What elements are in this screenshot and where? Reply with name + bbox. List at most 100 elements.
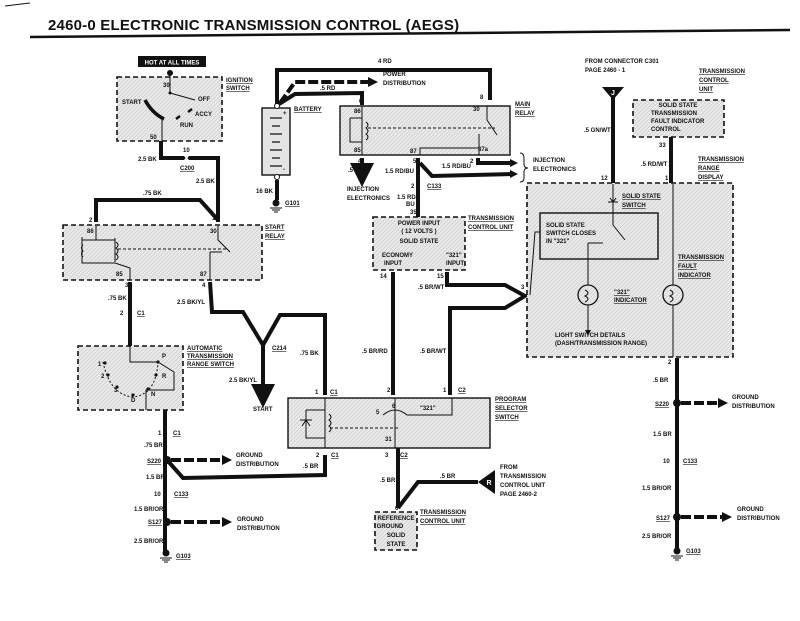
diagram-label: LIGHT SWITCH DETAILS bbox=[555, 333, 625, 339]
diagram-label: 2 bbox=[668, 360, 672, 366]
diagram-label: .5 BR bbox=[440, 474, 456, 480]
diagram-label: STATE bbox=[387, 542, 406, 548]
diagram-label: 85 bbox=[354, 148, 361, 154]
hot-at-all-times-tag bbox=[138, 56, 206, 67]
diagram-label: MAIN bbox=[515, 102, 530, 108]
diagram-label: 2 bbox=[101, 374, 105, 380]
connector-r-label: R bbox=[486, 480, 491, 487]
diagram-label: 10 bbox=[663, 459, 670, 465]
diagram-label: C214 bbox=[272, 346, 287, 352]
diagram-label: "321" bbox=[446, 253, 462, 259]
diagram-label: S127 bbox=[656, 516, 671, 522]
diagram-label: PROGRAM bbox=[495, 397, 526, 403]
diagram-label: S127 bbox=[148, 520, 163, 526]
diagram-label: FAULT INDICATOR bbox=[651, 119, 705, 125]
diagram-label: 2 bbox=[89, 218, 93, 224]
diagram-label: RANGE bbox=[698, 166, 720, 172]
diagram-label: CONTROL UNIT bbox=[420, 519, 466, 525]
diagram-label: FROM bbox=[500, 465, 518, 471]
wire-2-5-bk bbox=[159, 141, 220, 222]
diagram-label: C200 bbox=[180, 166, 195, 172]
diagram-label: AUTOMATIC bbox=[187, 346, 223, 352]
diagram-label: DISPLAY bbox=[698, 175, 723, 181]
diagram-label: 30 bbox=[473, 107, 480, 113]
reference-ground-solid-state bbox=[374, 511, 418, 551]
diagram-label: SOLID STATE bbox=[546, 223, 585, 229]
diagram-label: START bbox=[265, 225, 285, 231]
diagram-label: 35 bbox=[410, 210, 417, 216]
diagram-label: 2.5 BK/YL bbox=[229, 378, 257, 384]
diagram-label: 1.5 RD/BU bbox=[385, 169, 414, 175]
diagram-label: FAULT bbox=[678, 264, 697, 270]
diagram-label: .5 BR/WT bbox=[418, 285, 445, 291]
diagram-label: 31 bbox=[385, 437, 392, 443]
ground-icon bbox=[671, 547, 683, 561]
diagram-label: .5 BR/WT bbox=[420, 349, 447, 355]
diagram-label: TRANSMISSION bbox=[651, 111, 697, 117]
connector-icon bbox=[182, 153, 191, 163]
diagram-label: SWITCH bbox=[495, 415, 519, 421]
diagram-label: SWITCH CLOSES bbox=[546, 231, 596, 237]
diagram-label: GROUND bbox=[732, 395, 759, 401]
diagram-label: C1 bbox=[173, 431, 181, 437]
diagram-label: 87 bbox=[410, 149, 417, 155]
diagram-label: 2 bbox=[470, 159, 474, 165]
diagram-label: 1 bbox=[212, 216, 216, 222]
diagram-label: G101 bbox=[285, 201, 300, 207]
diagram-label: 2 bbox=[316, 453, 320, 459]
diagram-label: 6 bbox=[395, 506, 399, 512]
diagram-label: 1 bbox=[98, 362, 102, 368]
diagram-label: POWER INPUT bbox=[398, 221, 441, 227]
diagram-label: SOLID STATE bbox=[659, 103, 698, 109]
diagram-label: G103 bbox=[176, 554, 191, 560]
diagram-label: REFERENCE bbox=[377, 516, 414, 522]
diagram-label: C1 bbox=[330, 390, 338, 396]
splice-s127 bbox=[163, 518, 171, 526]
transmission-control-unit bbox=[372, 216, 466, 271]
program-selector-switch bbox=[287, 397, 491, 449]
diagram-label: SELECTOR bbox=[495, 406, 528, 412]
diagram-label: 33 bbox=[659, 143, 666, 149]
diagram-label: SWITCH bbox=[226, 86, 250, 92]
diagram-label: 1.5 BR bbox=[653, 432, 672, 438]
indicator-lamp-icon bbox=[577, 284, 599, 306]
diagram-label: INPUT bbox=[446, 261, 464, 267]
page-title: 2460-0 ELECTRONIC TRANSMISSION CONTROL (… bbox=[48, 17, 460, 34]
diagram-label: 2.5 BK bbox=[196, 179, 215, 185]
diagram-label: 1.5 RD/ bbox=[397, 195, 418, 201]
diagram-label: START bbox=[253, 407, 273, 413]
diagram-label: TRANSMISSION bbox=[187, 354, 233, 360]
diagram-label: .5 BR bbox=[303, 464, 319, 470]
diagram-label: 87a bbox=[478, 147, 489, 153]
diagram-label: 5 bbox=[376, 410, 380, 416]
diagram-label: 1.5 BR bbox=[146, 475, 165, 481]
diagram-label: INDICATOR bbox=[678, 273, 711, 279]
diagram-label: 4 RD bbox=[378, 59, 392, 65]
diagram-label: TRANSMISSION bbox=[698, 157, 744, 163]
diagram-label: 10 bbox=[183, 148, 190, 154]
diagram-label: INJECTION bbox=[533, 158, 565, 164]
diagram-label: DISTRIBUTION bbox=[383, 81, 426, 87]
wire-5-rd bbox=[277, 90, 364, 106]
diagram-label: PAGE 2460-2 bbox=[500, 492, 538, 498]
start-relay bbox=[62, 224, 263, 281]
diagram-label: 86 bbox=[354, 109, 361, 115]
diagram-label: 6 bbox=[359, 99, 363, 105]
diagram-label: "321" bbox=[420, 406, 436, 412]
main-relay bbox=[339, 105, 511, 156]
diagram-label: 3 bbox=[521, 285, 525, 291]
diagram-label: .5 GN bbox=[348, 168, 364, 174]
ground-icon bbox=[270, 199, 282, 213]
diagram-label: INPUT bbox=[384, 261, 402, 267]
diagram-label: C1 bbox=[331, 453, 339, 459]
diagram-label: .75 BK bbox=[108, 296, 127, 302]
diode-icon bbox=[608, 184, 626, 241]
arrow-icon bbox=[222, 455, 232, 465]
diagram-label: "321" bbox=[614, 290, 630, 296]
diagram-label: ( 12 VOLTS ) bbox=[401, 229, 436, 235]
diagram-label: 1.5 BR/OR bbox=[642, 486, 672, 492]
diagram-label: IN "321" bbox=[546, 239, 570, 245]
diagram-label: OFF bbox=[198, 97, 210, 103]
diagram-label: 1 bbox=[158, 431, 162, 437]
